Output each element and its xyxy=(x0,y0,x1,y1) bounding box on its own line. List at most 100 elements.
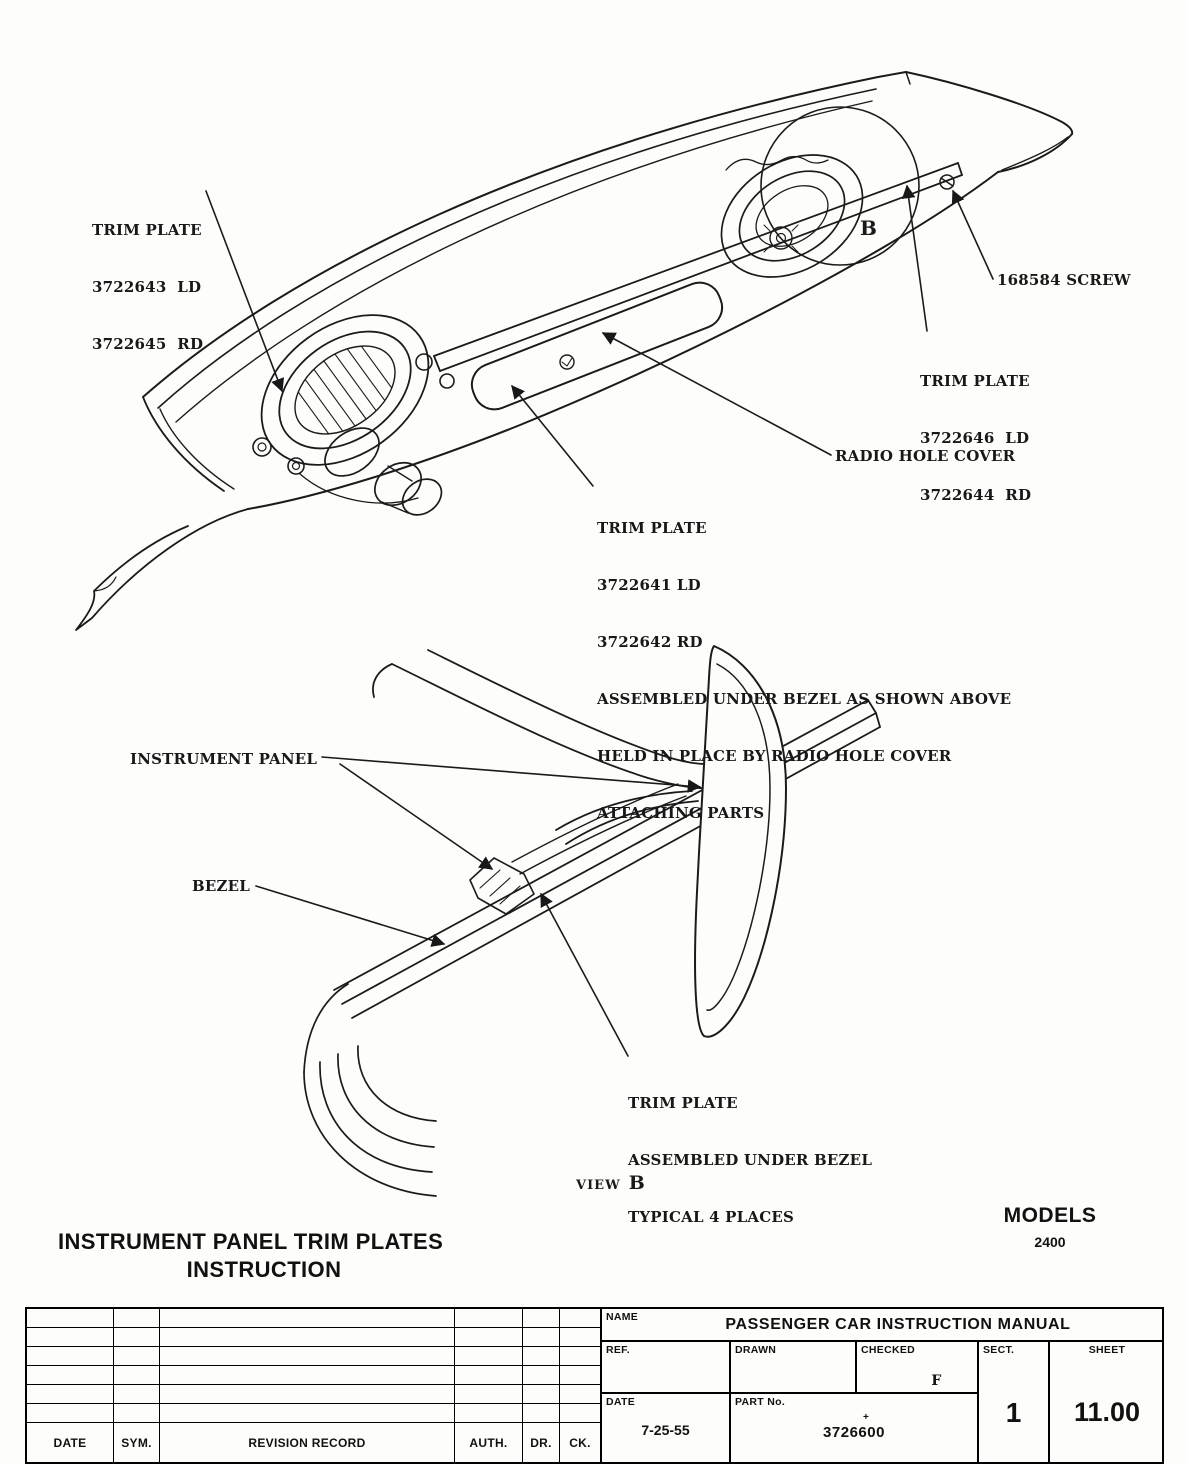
knob xyxy=(439,373,455,389)
date-label: DATE xyxy=(606,1396,636,1408)
callout-line: 3722645 RD xyxy=(92,335,204,353)
revision-header-dr: DR. xyxy=(523,1423,560,1462)
callout-line: TRIM PLATE xyxy=(92,221,202,239)
revision-cell xyxy=(160,1385,455,1404)
page-title: INSTRUMENT PANEL TRIM PLATES INSTRUCTION xyxy=(58,1228,470,1284)
revision-cell xyxy=(455,1366,523,1385)
revision-cell xyxy=(160,1347,455,1366)
revision-record-table: DATE SYM. REVISION RECORD AUTH. DR. CK. xyxy=(27,1309,600,1462)
callout-trim-plate-left: TRIM PLATE 3722643 LD 3722645 RD xyxy=(92,183,203,392)
revision-cell xyxy=(560,1366,600,1385)
callout-line: HELD IN PLACE BY RADIO HOLE COVER xyxy=(597,747,952,765)
revision-cell xyxy=(455,1385,523,1404)
instrument-cluster xyxy=(252,314,455,516)
sect-cell: SECT. 1 xyxy=(979,1342,1050,1462)
knob xyxy=(415,353,433,371)
revision-cell xyxy=(523,1404,560,1423)
callout-bezel: BEZEL xyxy=(192,877,251,895)
view-word: VIEW xyxy=(576,1178,621,1193)
script-emblem xyxy=(725,155,829,171)
leader-trim-plate-left xyxy=(205,190,285,393)
ref-cell: REF. xyxy=(602,1342,731,1394)
callout-line: 3722644 RD xyxy=(920,486,1032,504)
revision-cell xyxy=(27,1366,114,1385)
revision-cell xyxy=(114,1366,160,1385)
view-letter: B xyxy=(628,1172,645,1194)
revision-cell xyxy=(27,1404,114,1423)
revision-cell xyxy=(114,1347,160,1366)
revision-cell xyxy=(523,1366,560,1385)
revision-header-ck: CK. xyxy=(569,1435,591,1450)
name-label: NAME xyxy=(606,1311,639,1323)
gauge-hatching xyxy=(297,345,393,435)
revision-cell xyxy=(27,1328,114,1347)
emblem xyxy=(559,354,575,370)
callout-line: 3722641 LD xyxy=(597,576,701,594)
leader-lines-bottom xyxy=(255,756,702,1057)
checked-cell: CHECKED F xyxy=(857,1342,979,1394)
panel-flange-section xyxy=(694,645,787,1038)
callout-line: ASSEMBLED UNDER BEZEL AS SHOWN ABOVE xyxy=(597,690,1012,708)
callout-line: TRIM PLATE xyxy=(628,1094,738,1112)
revision-cell xyxy=(455,1404,523,1423)
sheet-value: 11.00 xyxy=(1073,1397,1141,1427)
callout-line: 3722642 RD xyxy=(597,633,703,651)
callout-line: 3722646 LD xyxy=(920,429,1030,447)
revision-cell xyxy=(114,1404,160,1423)
revision-cell xyxy=(523,1385,560,1404)
trim-plate-section-lines xyxy=(511,783,687,875)
revision-cell xyxy=(560,1404,600,1423)
checked-value: F xyxy=(931,1373,942,1389)
callout-trim-plate-view: TRIM PLATE ASSEMBLED UNDER BEZEL TYPICAL… xyxy=(628,1056,872,1265)
revision-cell xyxy=(523,1309,560,1328)
chrome-strip xyxy=(433,162,963,372)
models-block: MODELS 2400 xyxy=(1000,1204,1100,1250)
technical-drawing xyxy=(75,71,1074,1197)
revision-cell xyxy=(114,1328,160,1347)
screw-glyph xyxy=(939,174,955,190)
revision-header-sym: SYM. xyxy=(114,1423,160,1462)
page-title-line2: INSTRUCTION xyxy=(186,1257,342,1282)
revision-cell xyxy=(27,1309,114,1328)
revision-cell xyxy=(560,1385,600,1404)
revision-cell xyxy=(523,1347,560,1366)
revision-header-revision-record: REVISION RECORD xyxy=(160,1423,455,1462)
knob xyxy=(287,457,305,475)
revision-cell xyxy=(455,1328,523,1347)
leader-screw xyxy=(951,189,994,280)
revision-cell xyxy=(114,1385,160,1404)
sheet-cell: SHEET 11.00 xyxy=(1050,1342,1164,1462)
revision-cell xyxy=(160,1328,455,1347)
leader-bezel xyxy=(255,885,446,947)
leader-trim-plate-center xyxy=(511,384,594,487)
revision-cell xyxy=(560,1347,600,1366)
drawn-cell: DRAWN xyxy=(731,1342,857,1394)
leader-instrument-panel-b xyxy=(339,763,494,870)
revision-cell xyxy=(160,1404,455,1423)
leader-trim-plate-view xyxy=(540,892,629,1057)
models-value: 2400 xyxy=(1034,1234,1066,1250)
callout-instrument-panel: INSTRUMENT PANEL xyxy=(130,750,318,768)
sect-value: 1 xyxy=(1005,1397,1022,1428)
date-value: 7-25-55 xyxy=(641,1422,690,1438)
revision-header-date: DATE xyxy=(27,1423,114,1462)
title-block: DATE SYM. REVISION RECORD AUTH. DR. CK. … xyxy=(25,1307,1164,1464)
bezel-arcs xyxy=(303,983,437,1197)
revision-cell xyxy=(455,1309,523,1328)
revision-cell xyxy=(27,1385,114,1404)
knob xyxy=(252,437,272,457)
callout-screw: 168584 SCREW xyxy=(997,271,1131,289)
checked-label: CHECKED xyxy=(861,1344,916,1356)
name-value: PASSENGER CAR INSTRUCTION MANUAL xyxy=(725,1316,1071,1333)
leader-instrument-panel-a xyxy=(321,756,702,793)
sheet-label: SHEET xyxy=(1088,1344,1126,1356)
speaker-grille xyxy=(720,154,864,278)
callout-line: ASSEMBLED UNDER BEZEL xyxy=(628,1151,873,1169)
callout-trim-plate-right: TRIM PLATE 3722646 LD 3722644 RD xyxy=(920,334,1031,543)
knob xyxy=(291,461,301,471)
revision-cell xyxy=(27,1347,114,1366)
view-b-caption: VIEW B xyxy=(576,1172,645,1194)
drawing-info-block: NAME PASSENGER CAR INSTRUCTION MANUAL RE… xyxy=(600,1309,1164,1462)
callout-line: TRIM PLATE xyxy=(920,372,1030,390)
